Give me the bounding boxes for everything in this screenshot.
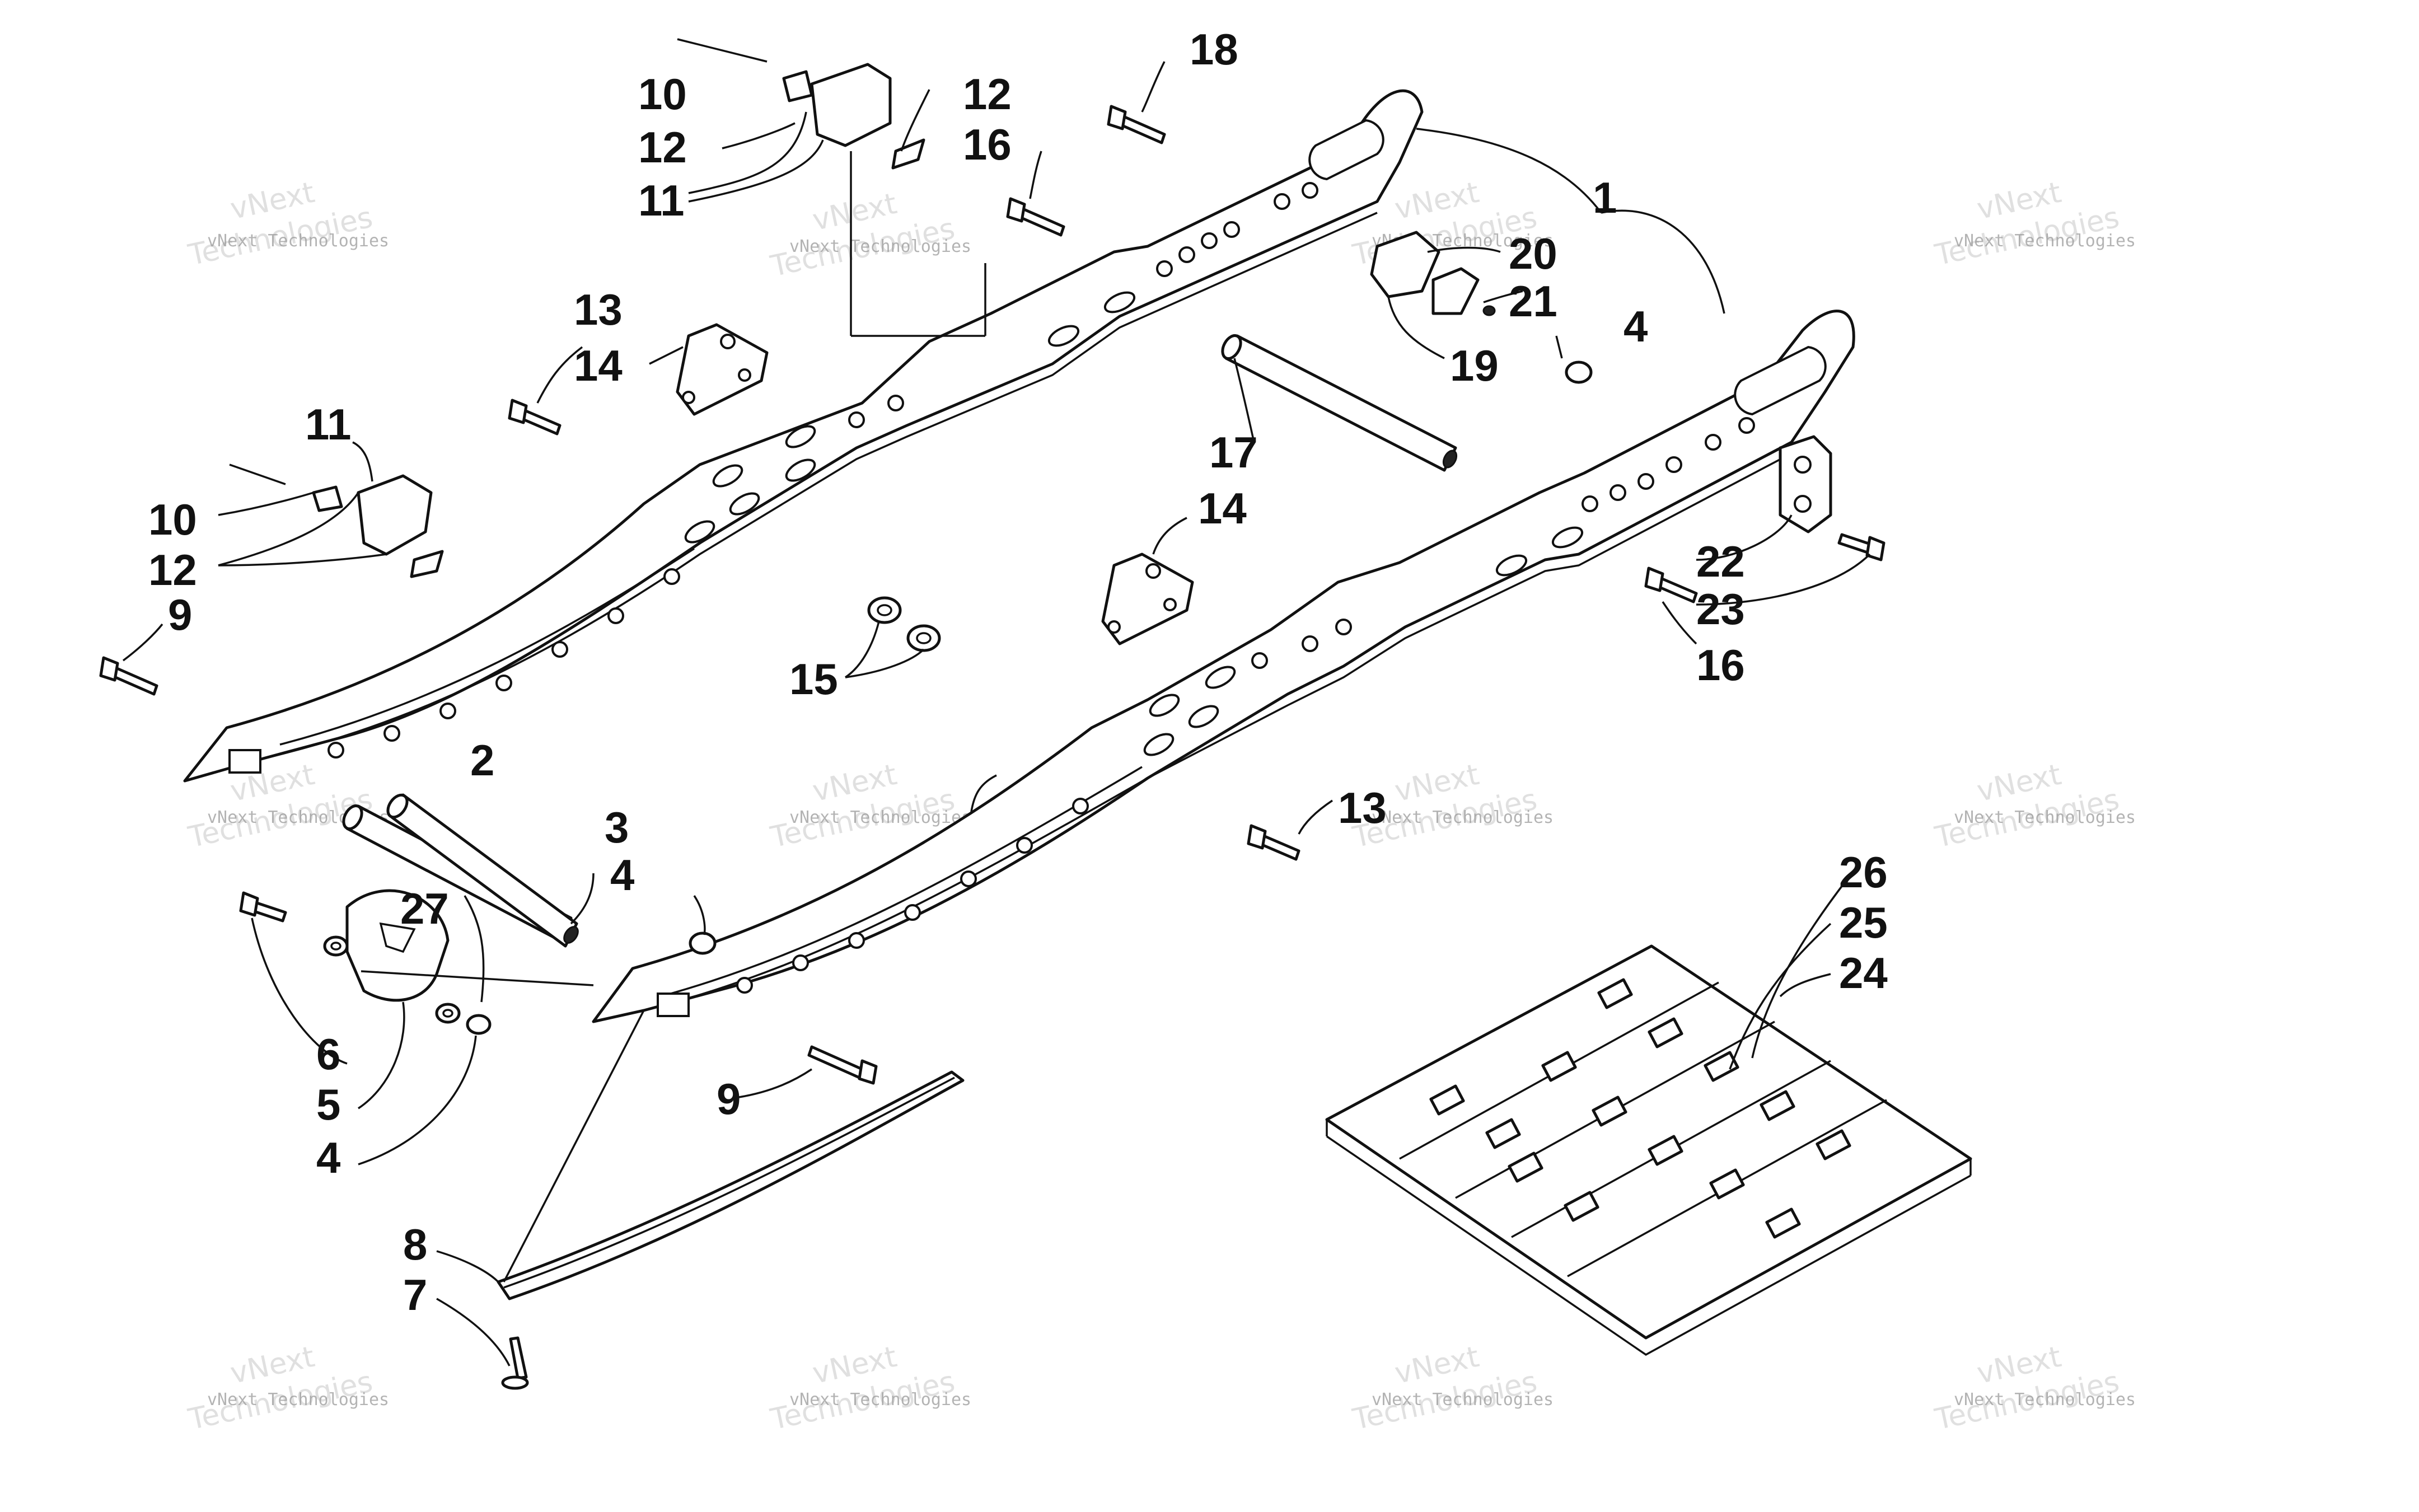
callout-10: 10 [638,69,687,119]
callout-2: 2 [470,736,494,785]
callout-16: 16 [1696,640,1745,690]
watermark-text: vNext Technologies [207,231,389,251]
shaft-3 [386,793,579,948]
bolt-16-right [1644,567,1698,603]
callout-4: 4 [610,850,634,900]
watermark: vNext Technologies [1350,1340,1540,1437]
callout-14: 14 [1198,484,1247,533]
callout-26: 26 [1839,848,1888,897]
bolt-18 [1107,105,1166,144]
callout-12: 12 [638,123,687,172]
watermark: vNext Technologies [185,176,376,273]
watermark-text: vNext Technologies [1372,1390,1554,1410]
watermark-text: vNext Technologies [207,1390,389,1410]
callout-24: 24 [1839,948,1888,998]
right-rail [592,310,1855,1023]
watermark: vNext Technologies [768,1340,958,1437]
track-clip-26 [1429,978,1801,1239]
callout-15: 15 [789,654,838,704]
callout-16: 16 [963,120,1012,169]
callout-21: 21 [1509,277,1557,326]
watermark: vNext Technologies [768,187,958,284]
bracket-14-left [676,323,769,416]
callout-12: 12 [963,69,1012,119]
callout-8: 8 [403,1220,427,1269]
callout-9: 9 [717,1074,741,1124]
callout-labels: 1 2 3 4 4 4 5 6 7 8 9 9 10 10 11 11 12 1… [148,25,1888,1319]
bolt-23 [1837,533,1885,561]
shaft-17 [1221,334,1458,472]
nut-15 [867,596,941,652]
callout-7: 7 [403,1270,427,1319]
leader-lines [122,61,1871,1366]
bracket-22 [1779,435,1832,533]
rail-holes [736,417,1755,994]
bolt-6 [239,891,287,923]
watermark-text: vNext Technologies [789,237,971,256]
bolt-13-left [508,399,562,436]
bracket-14-right [1101,553,1194,645]
callout-12: 12 [148,545,197,594]
bolt-16-top [1006,197,1065,237]
callout-4: 4 [316,1133,340,1182]
watermark-text: vNext Technologies [1372,808,1554,827]
callout-4: 4 [1623,302,1648,351]
callout-17: 17 [1209,428,1258,477]
callout-11: 11 [305,400,351,449]
callout-3: 3 [605,803,629,852]
bolt-13-right [1247,824,1300,861]
callout-22: 22 [1696,537,1745,586]
callout-13: 13 [1338,783,1387,832]
watermark: vNext Technologies [185,1340,376,1437]
callout-6: 6 [316,1029,340,1079]
callout-10: 10 [148,495,197,544]
stop-block-11-top [677,38,925,170]
bolt-9-left [99,656,158,696]
callout-14: 14 [574,341,623,390]
callout-20: 20 [1509,229,1557,278]
watermark-text: vNext Technologies [1954,1390,2136,1410]
watermark-text: vNext Technologies [789,1390,971,1410]
watermark: vNext Technologies [1932,758,2122,855]
callout-1: 1 [1593,173,1617,222]
callout-9: 9 [168,590,192,639]
bolt-9-bottom [807,1045,878,1085]
track-clip-25 [1508,1017,1851,1222]
nut-4 [466,1014,492,1035]
callout-19: 19 [1450,341,1499,390]
callout-5: 5 [316,1080,340,1129]
callout-23: 23 [1696,584,1745,634]
slide-8 [497,1070,965,1300]
callout-25: 25 [1839,898,1888,947]
screw-7 [501,1336,529,1390]
watermark-text: vNext Technologies [1954,231,2136,251]
stop-block-11-left [229,464,444,578]
watermark-text: vNext Technologies [789,808,971,827]
callout-27: 27 [400,884,449,933]
callout-18: 18 [1190,25,1238,74]
bracket-19 [1370,231,1496,316]
left-rail [183,89,1424,783]
watermark-text: vNext Technologies [1954,808,2136,827]
nut-4 [1565,361,1593,384]
callout-11: 11 [638,176,684,225]
watermark: vNext Technologies [1932,176,2122,273]
callout-13: 13 [574,285,623,334]
watermark: vNext Technologies [1932,1340,2122,1437]
nut-4 [689,931,717,955]
rail-holes [327,182,1318,759]
